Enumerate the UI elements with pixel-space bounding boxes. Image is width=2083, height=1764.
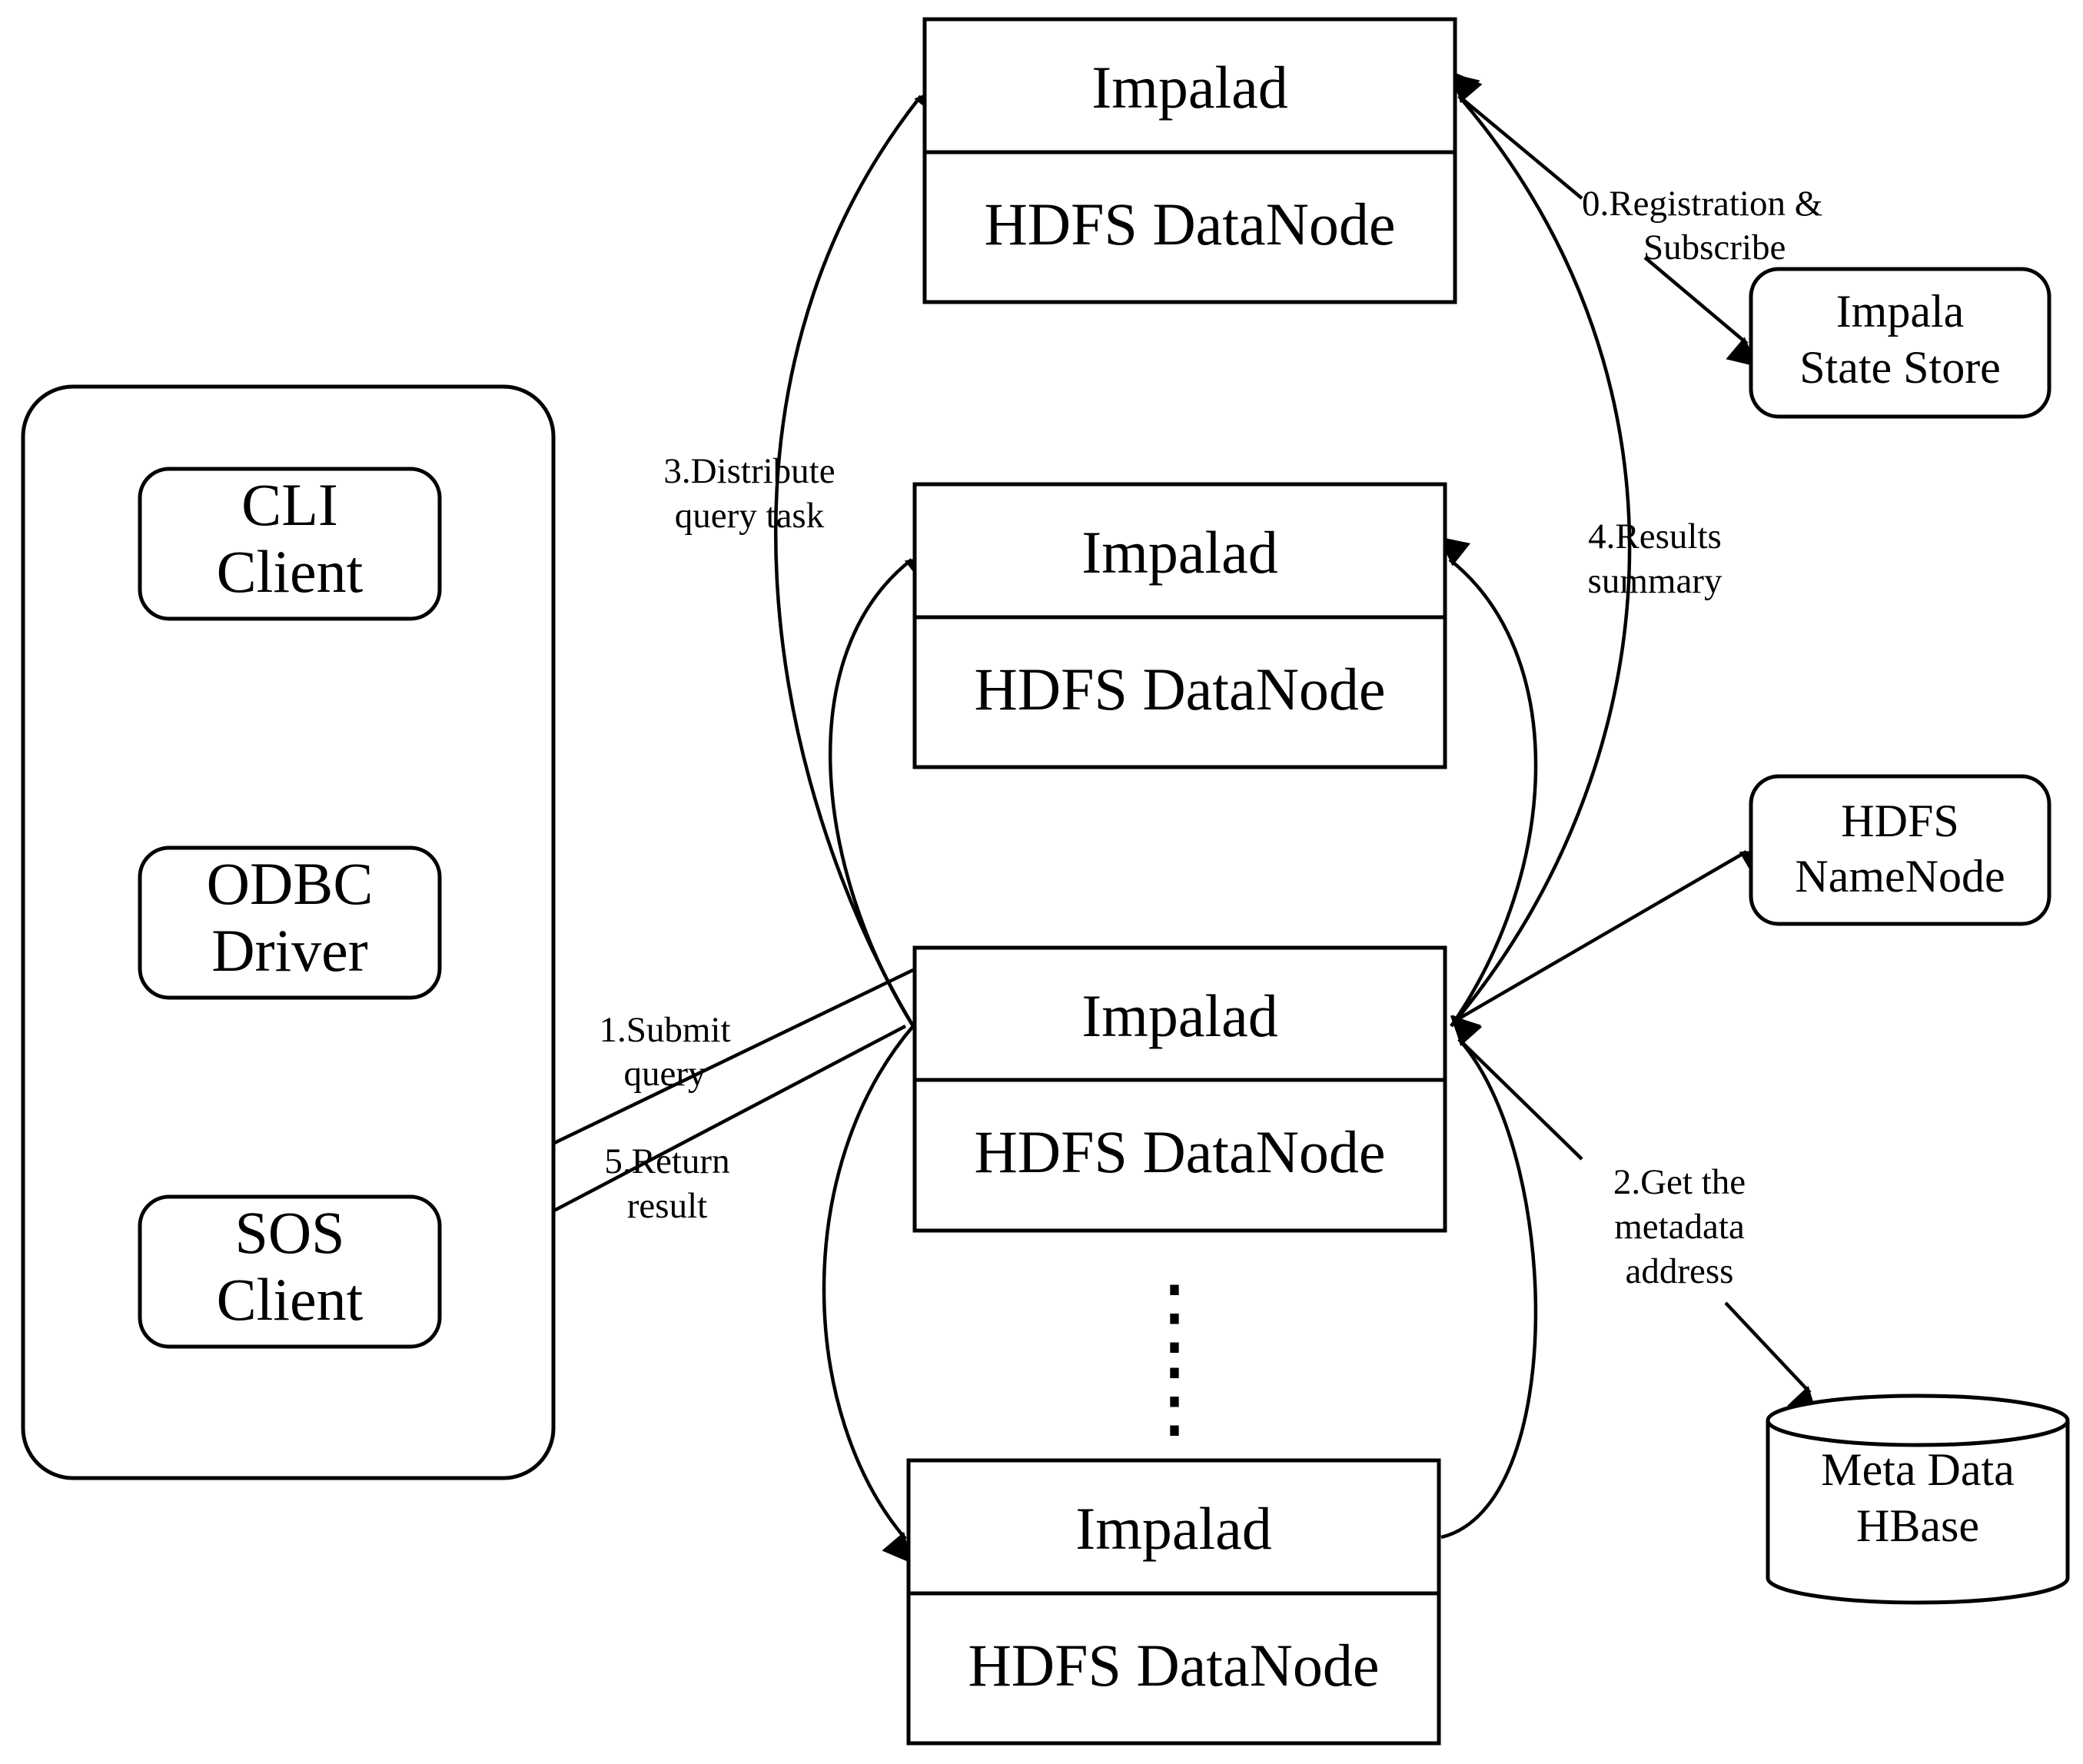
distribute-label-1: 3.Distribute bbox=[663, 451, 835, 491]
submit-label-1: 1.Submit bbox=[599, 1010, 730, 1050]
more-nodes-ellipsis: ⋮ ⋮ bbox=[1132, 1270, 1217, 1447]
impalad-node-2-datanode: HDFS DataNode bbox=[974, 656, 1385, 723]
ellipsis-lower: ⋮ bbox=[1132, 1353, 1217, 1447]
impalad-node-2-title: Impalad bbox=[1081, 519, 1278, 586]
edge-label-return: 5.Return result bbox=[604, 1141, 729, 1226]
distribute-label-2: query task bbox=[675, 496, 825, 536]
odbc-driver-box[interactable]: ODBC Driver bbox=[138, 845, 442, 1000]
metadata-edge-label-3: address bbox=[1626, 1251, 1734, 1291]
state-store-label-1: Impala bbox=[1836, 286, 1965, 337]
impalad-node-4-datanode: HDFS DataNode bbox=[968, 1632, 1379, 1699]
namenode-label-2: NameNode bbox=[1795, 851, 2005, 902]
edges bbox=[418, 71, 1818, 1563]
return-label-2: result bbox=[627, 1186, 707, 1226]
cli-client-box[interactable]: CLI Client bbox=[138, 467, 442, 621]
edge-metadata-to-hbase bbox=[1724, 1301, 1818, 1417]
edge-label-registration: 0.Registration & Subscribe bbox=[1582, 184, 1822, 267]
namenode-box[interactable]: HDFS NameNode bbox=[1749, 774, 2051, 926]
impalad-node-4[interactable]: Impalad HDFS DataNode bbox=[906, 1458, 1441, 1746]
metadata-hbase-cylinder[interactable]: Meta Data HBase bbox=[1766, 1394, 2070, 1605]
impalad-node-3-datanode: HDFS DataNode bbox=[974, 1118, 1385, 1185]
cli-client-label-1: CLI bbox=[241, 471, 338, 538]
edge-distribute-to-impalad-2 bbox=[828, 554, 937, 1028]
submit-label-2: query bbox=[623, 1054, 706, 1094]
client-container: CLI Client ODBC Driver SOS Client bbox=[21, 384, 556, 1480]
cli-client-label-2: Client bbox=[217, 538, 364, 605]
registration-label-1: 0.Registration & bbox=[1582, 184, 1822, 224]
impalad-node-1-datanode: HDFS DataNode bbox=[984, 191, 1395, 257]
ellipsis-upper: ⋮ bbox=[1132, 1270, 1217, 1364]
edge-results-from-impalad-4 bbox=[1440, 1015, 1538, 1540]
impalad-node-4-title: Impalad bbox=[1075, 1495, 1272, 1562]
impalad-node-3-title: Impalad bbox=[1081, 982, 1278, 1049]
edge-label-distribute: 3.Distribute query task bbox=[663, 451, 835, 536]
sos-client-box[interactable]: SOS Client bbox=[138, 1194, 442, 1349]
edge-label-results: 4.Results summary bbox=[1588, 517, 1723, 601]
edge-metadata-to-impalad bbox=[1450, 1015, 1583, 1161]
edge-registration-to-statestore bbox=[1643, 256, 1758, 367]
state-store-label-2: State Store bbox=[1799, 342, 2001, 393]
edge-impalad-to-namenode bbox=[1455, 849, 1772, 1022]
impalad-node-3[interactable]: Impalad HDFS DataNode bbox=[912, 945, 1447, 1233]
edge-label-submit: 1.Submit query bbox=[599, 1010, 730, 1094]
odbc-driver-label-1: ODBC bbox=[207, 850, 374, 917]
metadata-label-1: Meta Data bbox=[1821, 1444, 2015, 1495]
impalad-node-2[interactable]: Impalad HDFS DataNode bbox=[912, 482, 1447, 769]
return-label-1: 5.Return bbox=[604, 1141, 729, 1181]
results-label-2: summary bbox=[1588, 561, 1723, 601]
sos-client-label-2: Client bbox=[217, 1266, 364, 1333]
edge-distribute-to-impalad-1 bbox=[774, 85, 944, 1028]
edge-registration-to-impalad bbox=[1448, 72, 1583, 200]
edge-results-from-impalad-2 bbox=[1438, 537, 1538, 1028]
results-label-1: 4.Results bbox=[1588, 517, 1722, 556]
sos-client-label-1: SOS bbox=[234, 1199, 344, 1266]
impalad-node-1[interactable]: Impalad HDFS DataNode bbox=[922, 17, 1457, 304]
impalad-node-1-title: Impalad bbox=[1091, 54, 1288, 121]
edge-distribute-to-impalad-4 bbox=[822, 1025, 915, 1563]
odbc-driver-label-2: Driver bbox=[211, 917, 368, 984]
metadata-label-2: HBase bbox=[1856, 1500, 1979, 1551]
state-store-box[interactable]: Impala State Store bbox=[1749, 267, 2051, 419]
edge-results-from-impalad-1 bbox=[1450, 71, 1632, 1028]
registration-label-2: Subscribe bbox=[1643, 228, 1786, 267]
metadata-edge-label-2: metadata bbox=[1614, 1207, 1745, 1247]
edge-label-metadata: 2.Get the metadata address bbox=[1613, 1162, 1746, 1291]
namenode-label-1: HDFS bbox=[1841, 796, 1958, 846]
metadata-edge-label-1: 2.Get the bbox=[1613, 1162, 1746, 1202]
